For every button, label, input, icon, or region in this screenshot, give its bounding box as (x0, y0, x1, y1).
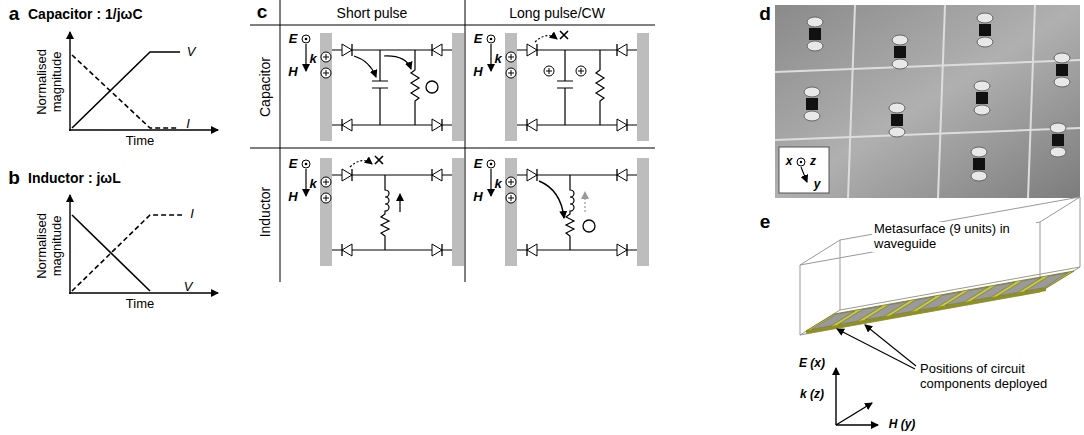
axis-label: k (z) (800, 388, 824, 402)
field-label: k (309, 52, 316, 67)
curve-label: V (187, 45, 196, 60)
curve-label: I (186, 117, 190, 132)
panel-letter: b (8, 167, 20, 189)
field-label: k (494, 177, 501, 192)
panel-letter: c (257, 1, 268, 23)
column-header: Short pulse (337, 5, 408, 21)
panel-title: Inductor : jωL (28, 170, 121, 186)
axis-label: H (y) (889, 418, 916, 432)
axis-label: z (810, 155, 816, 169)
curve-label: V (184, 280, 193, 295)
field-label: H (473, 65, 482, 80)
axis-label: Time (126, 297, 154, 312)
axis-label: Normalised magnitude (35, 204, 65, 288)
component-label: Metasurface (9 units) in waveguide (872, 222, 1036, 252)
field-label: E (289, 32, 298, 47)
axis-label: Normalised magnitude (35, 40, 65, 124)
axis-label: x (786, 155, 793, 169)
field-label: E (474, 32, 483, 47)
panel-letter: d (759, 3, 771, 25)
field-label: k (494, 52, 501, 67)
field-label: H (288, 65, 297, 80)
leader-label: Positions of circuit components deployed (920, 362, 1070, 392)
field-label: k (309, 177, 316, 192)
field-label: E (474, 157, 483, 172)
field-label: E (289, 157, 298, 172)
curve-label: I (190, 207, 194, 222)
panel-letter: e (760, 211, 771, 233)
field-label: H (473, 190, 482, 205)
field-label: H (288, 190, 297, 205)
axis-label: y (814, 178, 821, 192)
row-header: Capacitor (257, 57, 273, 117)
axis-label: E (x) (799, 357, 825, 371)
row-header: Inductor (257, 187, 273, 238)
panel-letter: a (9, 3, 20, 25)
axis-label: Time (126, 134, 154, 149)
panel-title: Capacitor : 1/jωC (28, 6, 143, 22)
column-header: Long pulse/CW (509, 5, 605, 21)
